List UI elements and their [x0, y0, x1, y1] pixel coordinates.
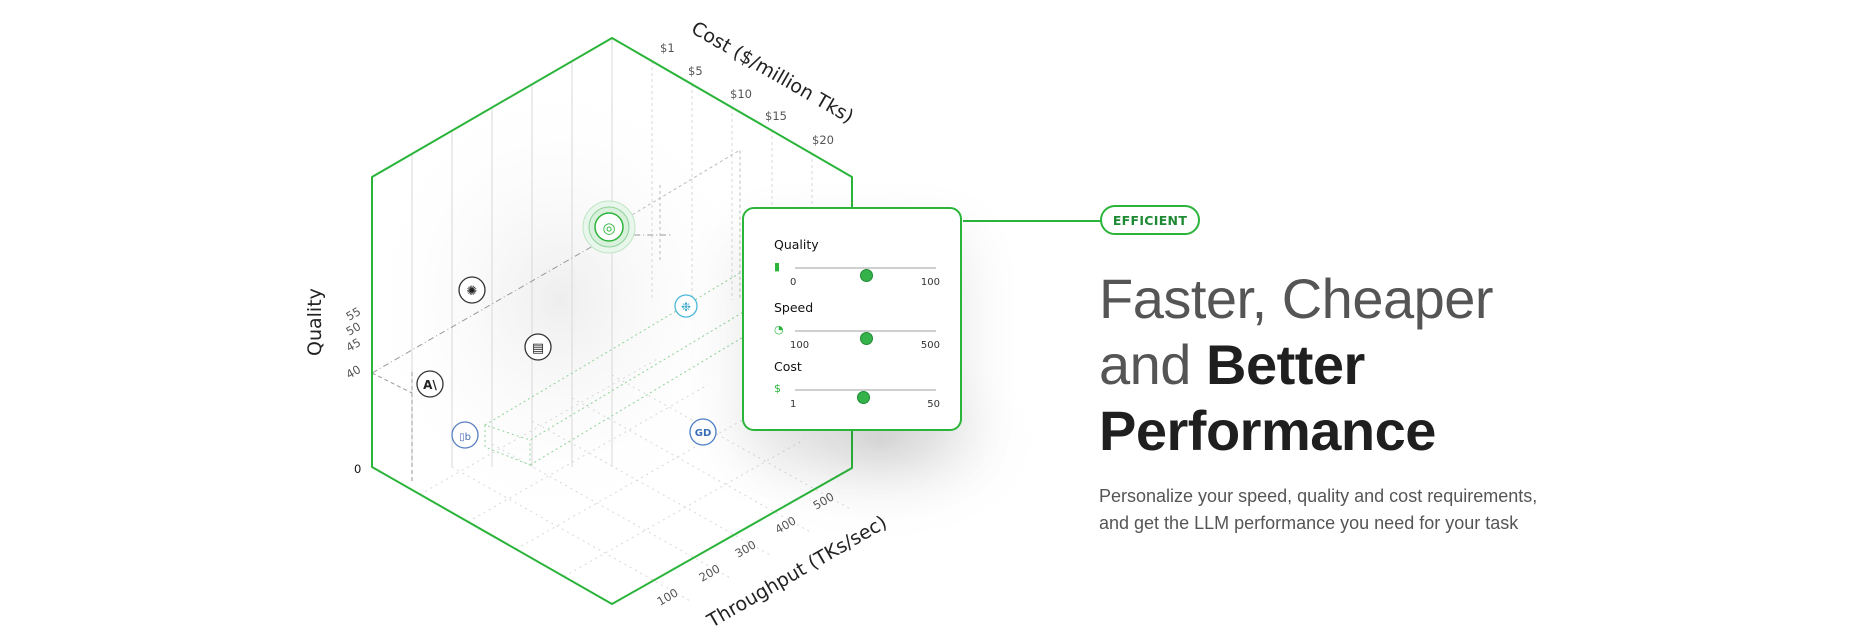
- grid-line: [451, 466, 693, 603]
- speed-max: 500: [920, 340, 940, 351]
- openai-icon: ✺: [458, 276, 486, 304]
- grid-line: [563, 439, 805, 578]
- headline-line2-plain: and: [1099, 333, 1206, 396]
- grid-line: [571, 397, 813, 534]
- requirements-panel: Quality ▮ 0 100 Speed ◔ 100 500 Cost $: [742, 207, 962, 431]
- cost-tick: $1: [660, 41, 675, 55]
- throughput-tick: 100: [655, 585, 681, 608]
- fireworks-icon-glyph: ▤: [532, 341, 544, 356]
- description: Personalize your speed, quality and cost…: [1099, 486, 1538, 533]
- quality-tick: 0: [354, 462, 361, 476]
- quality-slider-thumb[interactable]: [859, 269, 873, 282]
- cost-max: 50: [927, 399, 940, 410]
- speed-min: 100: [790, 340, 810, 351]
- cost-label: Cost: [774, 359, 802, 374]
- grid-line: [531, 420, 773, 557]
- spiral-highlight-icon: ◎: [582, 200, 636, 254]
- anthropic-icon: A\: [416, 370, 444, 398]
- speed-slider-track[interactable]: [795, 330, 936, 345]
- throughput-tick: 300: [733, 537, 759, 560]
- grid-line: [419, 356, 661, 495]
- fireworks-icon: ▤: [524, 333, 552, 361]
- quality-tick: 50: [344, 319, 364, 338]
- grid-line: [467, 384, 709, 523]
- openai-icon-glyph: ✺: [467, 284, 478, 299]
- quality-control: Quality ▮ 0 100: [774, 237, 940, 289]
- quality-tick: 40: [344, 362, 364, 381]
- chart-background-shade: [360, 70, 760, 530]
- speed-label: Speed: [774, 300, 814, 315]
- cost-slider-track[interactable]: [795, 389, 936, 404]
- headline-line3-strong: Performance: [1099, 399, 1436, 462]
- databricks-icon: GD: [689, 418, 717, 446]
- speedometer-icon: ◔: [774, 323, 784, 336]
- headline-line1: Faster, Cheaper: [1099, 267, 1494, 330]
- headline: Faster, Cheaper and Better Performance: [1099, 266, 1659, 464]
- anthropic-icon-glyph: A\: [423, 378, 437, 392]
- databricks-icon-glyph: GD: [695, 428, 712, 439]
- bar-chart-icon: ▮: [774, 260, 781, 273]
- grid-line: [611, 374, 853, 511]
- cost-tick: $10: [730, 87, 752, 101]
- bloom-icon: ▯b: [451, 421, 479, 449]
- cost-slider-thumb[interactable]: [856, 391, 870, 404]
- speed-control: Speed ◔ 100 500: [774, 300, 940, 352]
- quality-max: 100: [920, 277, 940, 288]
- cost-min: 1: [790, 399, 797, 410]
- quality-tick: 55: [344, 304, 364, 323]
- cost-control: Cost $ 1 50: [774, 359, 940, 411]
- cost-tick: $15: [765, 109, 787, 123]
- cost-tick: $20: [812, 133, 834, 147]
- connector-line: [963, 220, 1101, 222]
- throughput-tick: 200: [697, 561, 723, 584]
- quality-tick: 45: [344, 335, 364, 354]
- quality-label: Quality: [774, 237, 819, 252]
- chart-frame: [371, 37, 853, 605]
- speed-slider-thumb[interactable]: [859, 332, 873, 345]
- grid-line: [515, 411, 757, 550]
- quality-axis-title: Quality: [304, 288, 326, 356]
- quality-slider-track[interactable]: [795, 267, 936, 282]
- bloom-icon-glyph: ▯b: [459, 432, 471, 443]
- efficient-badge: EFFICIENT: [1100, 205, 1200, 235]
- dollar-icon: $: [774, 382, 781, 395]
- cost-tick: $5: [688, 64, 703, 78]
- spiral-icon-glyph: ◎: [602, 219, 615, 237]
- headline-line2-strong: Better: [1206, 333, 1365, 396]
- perplexity-icon: ❉: [674, 294, 698, 318]
- perplexity-icon-glyph: ❉: [681, 300, 691, 314]
- quality-min: 0: [790, 277, 797, 288]
- grid-line: [491, 443, 733, 580]
